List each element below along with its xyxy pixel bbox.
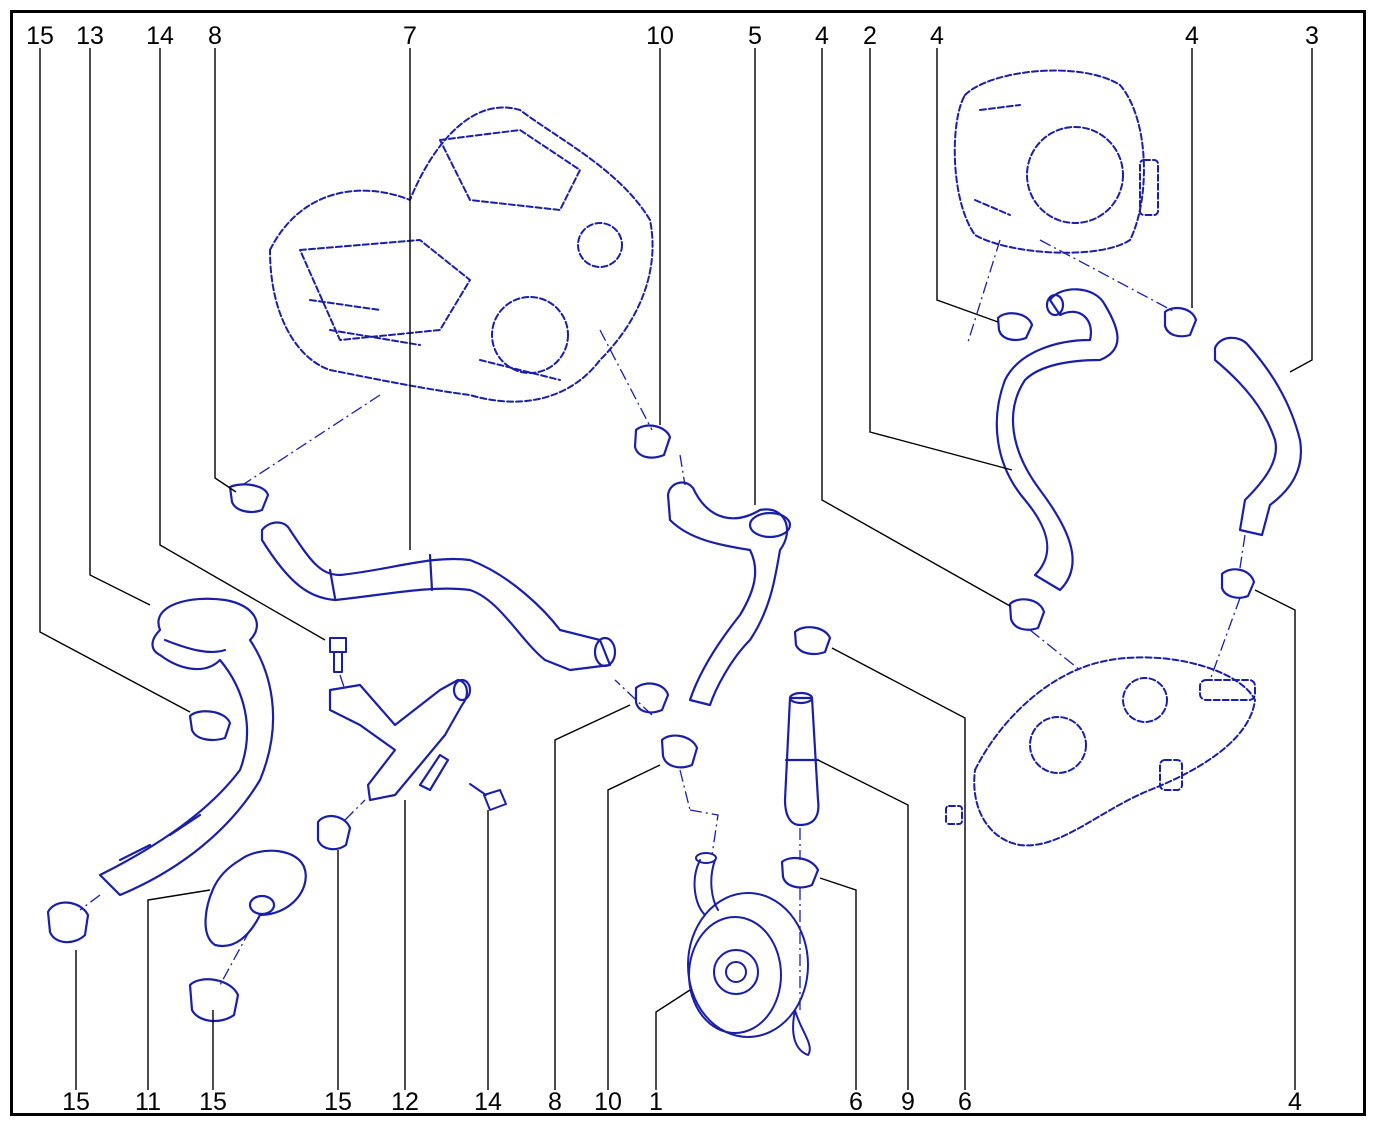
hose-clamps bbox=[46, 306, 1256, 1023]
callout-top-7: 5 bbox=[748, 22, 762, 50]
callout-bottom-13: 4 bbox=[1288, 1088, 1302, 1116]
callout-bottom-11: 9 bbox=[901, 1088, 915, 1116]
bolts-14 bbox=[329, 637, 507, 811]
callout-top-6: 10 bbox=[646, 22, 674, 50]
callout-bottom-7: 8 bbox=[548, 1088, 562, 1116]
callout-top-9: 2 bbox=[863, 22, 877, 50]
hose-2 bbox=[995, 288, 1119, 592]
callout-top-5: 7 bbox=[403, 22, 417, 50]
callout-bottom-9: 1 bbox=[649, 1088, 663, 1116]
leader-lines bbox=[39, 48, 1313, 1090]
assembly-axes bbox=[79, 239, 1246, 1010]
oil-cooler bbox=[687, 852, 811, 1056]
thermostat-housing bbox=[945, 656, 1256, 847]
callout-bottom-3: 15 bbox=[199, 1088, 227, 1116]
callout-bottom-2: 11 bbox=[135, 1088, 161, 1116]
callout-top-10: 4 bbox=[930, 22, 944, 50]
hose-3 bbox=[1213, 336, 1303, 537]
callout-top-8: 4 bbox=[815, 22, 829, 50]
hose-7 bbox=[260, 521, 617, 672]
throttle-body bbox=[953, 69, 1159, 254]
hose-11 bbox=[204, 849, 307, 948]
callout-top-4: 8 bbox=[208, 22, 222, 50]
hose-5 bbox=[666, 481, 792, 707]
engine-block bbox=[269, 106, 654, 403]
callout-top-12: 3 bbox=[1305, 22, 1319, 50]
callout-bottom-12: 6 bbox=[958, 1088, 972, 1116]
callout-bottom-5: 12 bbox=[391, 1088, 419, 1116]
hose-13 bbox=[98, 597, 275, 897]
callout-bottom-4: 15 bbox=[324, 1088, 352, 1116]
callout-bottom-1: 15 bbox=[62, 1088, 90, 1116]
callout-top-2: 13 bbox=[76, 22, 104, 50]
pipe-12 bbox=[328, 678, 472, 802]
callout-bottom-6: 14 bbox=[474, 1088, 502, 1116]
callout-top-3: 14 bbox=[146, 22, 174, 50]
callout-top-1: 15 bbox=[26, 22, 54, 50]
callout-bottom-8: 10 bbox=[594, 1088, 622, 1116]
hose-9 bbox=[783, 691, 820, 827]
callout-bottom-10: 6 bbox=[849, 1088, 863, 1116]
callout-top-11: 4 bbox=[1185, 22, 1199, 50]
